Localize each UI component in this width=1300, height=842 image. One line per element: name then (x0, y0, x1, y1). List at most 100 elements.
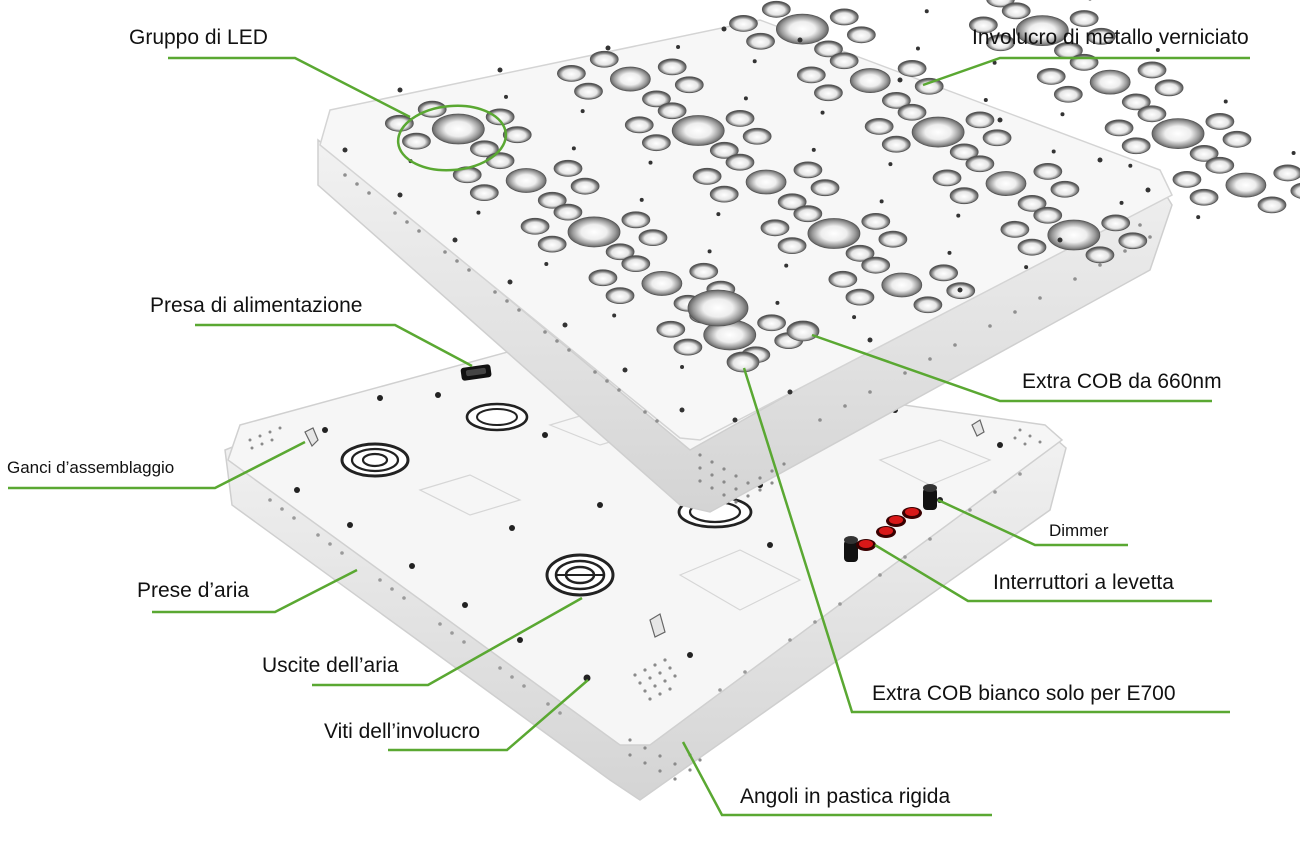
toggle-switch-icon (886, 515, 906, 527)
panel-screw-icon (571, 146, 576, 151)
led-icon (965, 155, 995, 173)
led-icon (689, 262, 719, 280)
led-group-highlight (396, 104, 508, 172)
led-icon (729, 14, 758, 32)
led-icon (709, 141, 739, 159)
lower-recess-2 (678, 549, 802, 611)
led-icon (861, 212, 891, 230)
led-icon (605, 243, 635, 261)
led-icon (793, 161, 823, 179)
led-icon (692, 167, 722, 185)
led-icon (845, 244, 875, 262)
lower-corner-grille-left (248, 426, 1042, 450)
led-icon (1205, 113, 1235, 130)
cob-led-icon (1151, 118, 1205, 149)
led-icon (881, 135, 911, 153)
led-icon (761, 0, 791, 18)
led-icon (1017, 194, 1047, 212)
cob-led-icon (881, 272, 923, 298)
cob-led-icon (687, 289, 749, 327)
upper-housing (317, 0, 1300, 513)
cob-led-icon (671, 115, 725, 146)
led-icon (1205, 156, 1235, 174)
panel-screw-icon (476, 210, 481, 215)
led-icon (621, 255, 651, 273)
led-icon (674, 76, 704, 94)
leader-angoli (681, 741, 992, 817)
label-angoli: Angoli in pastica rigida (740, 785, 951, 808)
panel-screw-icon (983, 97, 988, 102)
led-icon (1290, 182, 1300, 199)
led-icon (829, 8, 859, 26)
label-prese-aria: Prese d’aria (137, 579, 250, 602)
label-ganci: Ganci d’assemblaggio (7, 458, 175, 477)
upper-side-vents (343, 173, 1152, 423)
led-icon (657, 58, 687, 76)
led-array (384, 0, 1300, 373)
led-icon (1257, 196, 1287, 214)
led-icon (757, 314, 786, 332)
led-icon (1069, 10, 1099, 27)
panel-screw-icon (888, 162, 893, 167)
lower-side-vents (268, 472, 1022, 715)
led-icon (485, 152, 515, 170)
led-icon (1085, 246, 1115, 264)
led-icon (574, 82, 603, 100)
led-icon (1069, 53, 1099, 71)
led-icon (881, 91, 911, 109)
led-icon (553, 203, 583, 221)
label-interruttori: Interruttori a levetta (993, 571, 1174, 594)
cob-led-icon (807, 218, 861, 249)
leader-prese-aria (152, 568, 358, 614)
leader-presa-alimentazione (195, 323, 473, 368)
led-icon (810, 179, 840, 197)
led-icon (725, 109, 755, 127)
led-icon (982, 129, 1012, 147)
panel-screw-icon (676, 44, 681, 49)
led-icon (1033, 162, 1063, 180)
panel-screw-icon (992, 60, 997, 65)
led-icon (846, 26, 876, 44)
label-gruppo-led: Gruppo di LED (129, 26, 268, 49)
panel-screw-icon (956, 213, 961, 218)
toggle-switch-icon (876, 526, 896, 538)
label-extra-cob-bianco: Extra COB bianco solo per E700 (872, 682, 1176, 705)
panel-screw-icon (1223, 99, 1228, 104)
cob-led-icon (985, 171, 1027, 196)
led-icon (760, 219, 790, 237)
led-icon (553, 159, 583, 177)
leader-viti (388, 679, 589, 752)
led-icon (1104, 119, 1134, 137)
led-icon (557, 64, 586, 82)
led-icon (1001, 2, 1031, 20)
led-icon (485, 108, 515, 126)
led-icon (709, 185, 739, 203)
panel-screw-icon (775, 300, 780, 305)
assembly-hook-icon (649, 613, 666, 638)
led-icon (726, 351, 760, 373)
cob-led-icon (505, 168, 547, 193)
led-icon (949, 143, 979, 161)
fan-icon (340, 442, 410, 478)
lower-recess-1 (418, 474, 522, 516)
led-icon (588, 269, 618, 287)
led-icon (1222, 130, 1252, 148)
panel-screw-icon (612, 313, 617, 318)
led-icon (642, 90, 671, 108)
toggle-switch-icon (856, 539, 876, 551)
lower-housing (224, 349, 1067, 801)
led-icon (537, 235, 567, 253)
assembly-hook-icon (304, 427, 319, 448)
panel-screw-icon (743, 96, 748, 101)
cob-led-icon (776, 13, 829, 45)
upper-corner-grille (698, 453, 786, 504)
led-icon (949, 187, 979, 205)
panel-screw-icon (580, 109, 585, 114)
panel-screw-icon (784, 263, 789, 268)
cob-led-icon (745, 169, 787, 195)
led-icon (605, 287, 635, 304)
led-icon (864, 117, 894, 135)
led-icon (845, 288, 875, 306)
panel-screw-icon (879, 199, 884, 204)
led-icon (641, 134, 671, 152)
